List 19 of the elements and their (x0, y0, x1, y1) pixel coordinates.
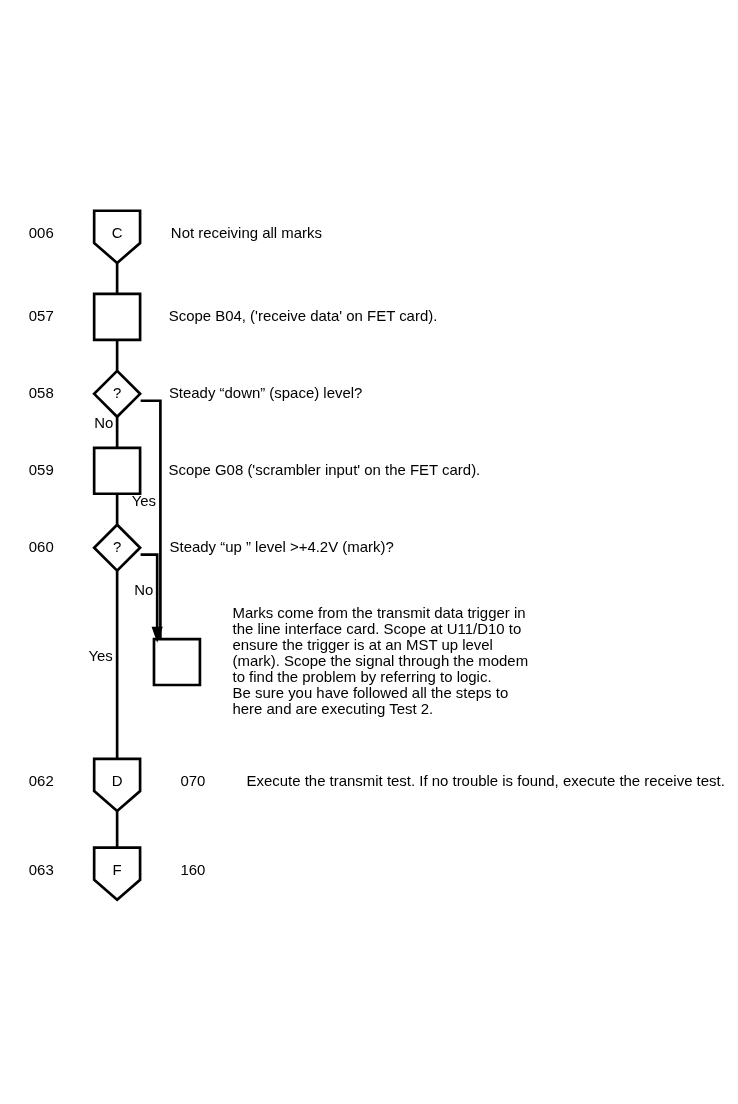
node-label: Steady “up ” level >+4.2V (mark)? (169, 537, 394, 555)
node-label: Steady “down” (space) level? (168, 383, 363, 401)
edge-label: No (134, 580, 154, 598)
node-label: Execute the transmit test. If no trouble is found, execute the receive test. (246, 771, 725, 789)
node-label: 070 (180, 771, 206, 789)
node-label: 057 (28, 306, 54, 324)
edge-label: Yes (88, 646, 113, 664)
node-label: Not receiving all marks (170, 223, 322, 241)
node-label: 160 (180, 860, 206, 878)
node-label: 006 (28, 223, 54, 241)
node-label: Marks come from the transmit data trigger in the line interface card. Scope at U11/D10 to ensure the trigger is at an MST up level (mark). Scope the signal through the modem to find the problem by referring to logic. Be sure you have followed all the steps to here and are executing Test 2. (232, 603, 529, 717)
node-label: 063 (28, 860, 54, 878)
node-label: Scope G08 ('scrambler input' on the FET card). (168, 460, 481, 478)
node-label: 058 (28, 383, 54, 401)
node-label: 060 (28, 537, 54, 555)
node-label: Scope B04, ('receive data' on FET card). (168, 306, 438, 324)
edge-label: Yes (131, 491, 157, 509)
node-label: 062 (28, 771, 54, 789)
node-label: 059 (28, 460, 54, 478)
